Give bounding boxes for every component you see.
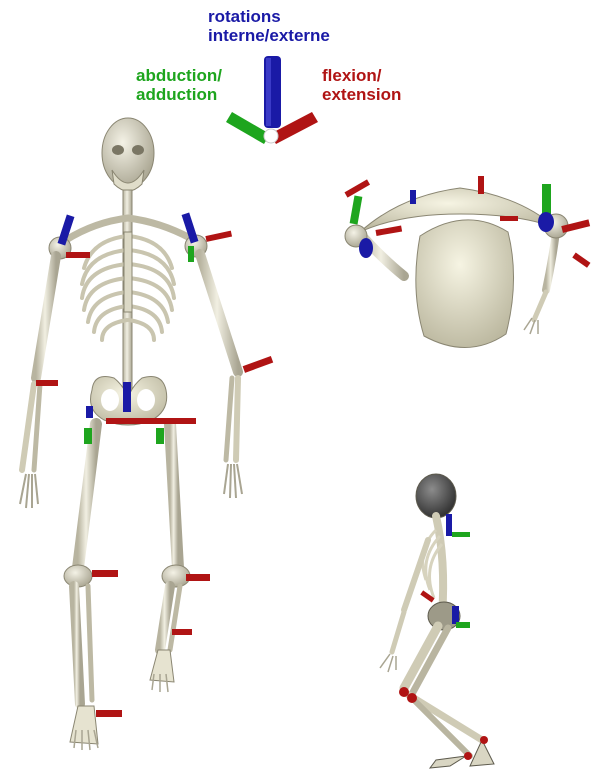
axis-triad-icon xyxy=(226,56,318,144)
side-skeleton-icon xyxy=(380,474,494,768)
top-skeleton-icon xyxy=(345,188,568,348)
front-skeleton-icon xyxy=(20,118,242,750)
